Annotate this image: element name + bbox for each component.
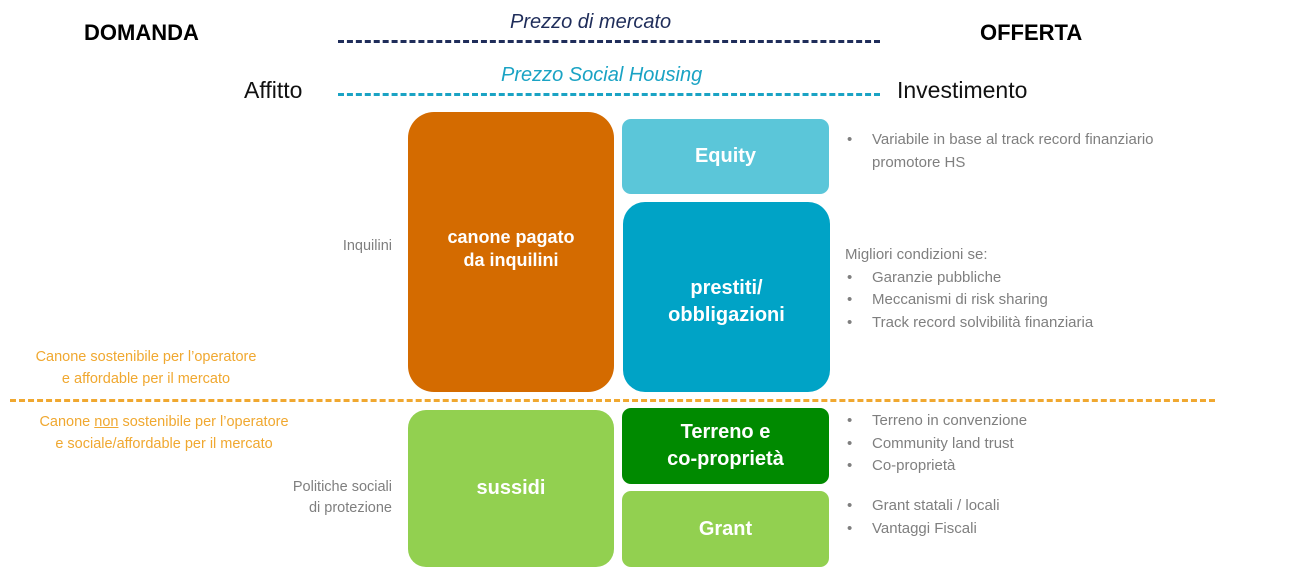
prestiti-note-item: Track record solvibilità finanziaria bbox=[845, 312, 1265, 335]
prestiti-notes-intro: Migliori condizioni se: bbox=[845, 246, 988, 263]
prezzo-mercato-label: Prezzo di mercato bbox=[510, 11, 672, 33]
terreno-box-line-2: co-proprietà bbox=[667, 448, 784, 470]
canone-sostenibile-note: Canone sostenibile per l’operatore e aff… bbox=[10, 346, 282, 390]
grant-note-item: Vantaggi Fiscali bbox=[845, 518, 1265, 541]
sussidi-box-label: sussidi bbox=[476, 477, 546, 499]
terreno-notes: Terreno in convenzione Community land tr… bbox=[845, 410, 1265, 478]
investimento-label: Investimento bbox=[897, 77, 1028, 103]
canone-sostenibile-line-1: Canone sostenibile per l’operatore bbox=[35, 349, 257, 365]
canone-non-post: sostenibile per l’operatore bbox=[118, 414, 289, 430]
prezzo-mercato-line bbox=[338, 40, 880, 43]
affitto-label: Affitto bbox=[244, 77, 303, 103]
domanda-heading: DOMANDA bbox=[84, 20, 199, 45]
prezzo-social-line bbox=[338, 93, 880, 96]
prestiti-box-line-2: obbligazioni bbox=[668, 304, 785, 326]
prestiti-note-item: Meccanismi di risk sharing bbox=[845, 289, 1265, 312]
equity-box-label: Equity bbox=[694, 145, 757, 167]
canone-non-pre: Canone bbox=[39, 414, 95, 430]
prestiti-note-item: Garanzie pubbliche bbox=[845, 267, 1265, 290]
politiche-line-2: di protezione bbox=[308, 500, 392, 516]
canone-box-line-2: da inquilini bbox=[463, 250, 559, 270]
canone-non-sostenibile-note: Canone non sostenibile per l’operatore e… bbox=[10, 411, 318, 455]
politiche-line-1: Politiche sociali bbox=[292, 479, 392, 495]
terreno-note-item: Community land trust bbox=[845, 433, 1265, 456]
equity-box: Equity bbox=[622, 119, 829, 194]
canone-pagato-box: canone pagato da inquilini bbox=[408, 112, 614, 392]
prezzo-social-label: Prezzo Social Housing bbox=[501, 64, 703, 86]
inquilini-label: Inquilini bbox=[342, 238, 392, 254]
prestiti-box-line-1: prestiti/ bbox=[690, 277, 763, 299]
sussidi-box: sussidi bbox=[408, 410, 614, 567]
grant-box-label: Grant bbox=[698, 517, 753, 540]
terreno-note-item: Terreno in convenzione bbox=[845, 410, 1265, 433]
prestiti-notes: Migliori condizioni se: Garanzie pubblic… bbox=[845, 244, 1265, 334]
prestiti-obbligazioni-box: prestiti/ obbligazioni bbox=[623, 202, 830, 392]
canone-box-line-1: canone pagato bbox=[447, 227, 575, 247]
canone-non-line-1: Canone non sostenibile per l’operatore bbox=[10, 411, 318, 433]
grant-note-item: Grant statali / locali bbox=[845, 495, 1265, 518]
canone-sostenibile-line-2: e affordable per il mercato bbox=[61, 371, 231, 387]
terreno-box-line-1: Terreno e bbox=[680, 421, 771, 443]
grant-box: Grant bbox=[622, 491, 829, 567]
grant-notes: Grant statali / locali Vantaggi Fiscali bbox=[845, 495, 1265, 540]
politiche-sociali-label: Politiche sociali di protezione bbox=[240, 477, 392, 519]
offerta-heading: OFFERTA bbox=[980, 20, 1083, 45]
equity-note-item: Variabile in base al track record finanz… bbox=[845, 129, 1265, 174]
terreno-note-item: Co-proprietà bbox=[845, 455, 1265, 478]
equity-notes: Variabile in base al track record finanz… bbox=[845, 129, 1265, 174]
canone-non-line-2: e sociale/affordable per il mercato bbox=[55, 436, 273, 452]
canone-non-underlined: non bbox=[94, 414, 119, 430]
terreno-coproprieta-box: Terreno e co-proprietà bbox=[622, 408, 829, 484]
sustainability-divider bbox=[10, 399, 1215, 402]
